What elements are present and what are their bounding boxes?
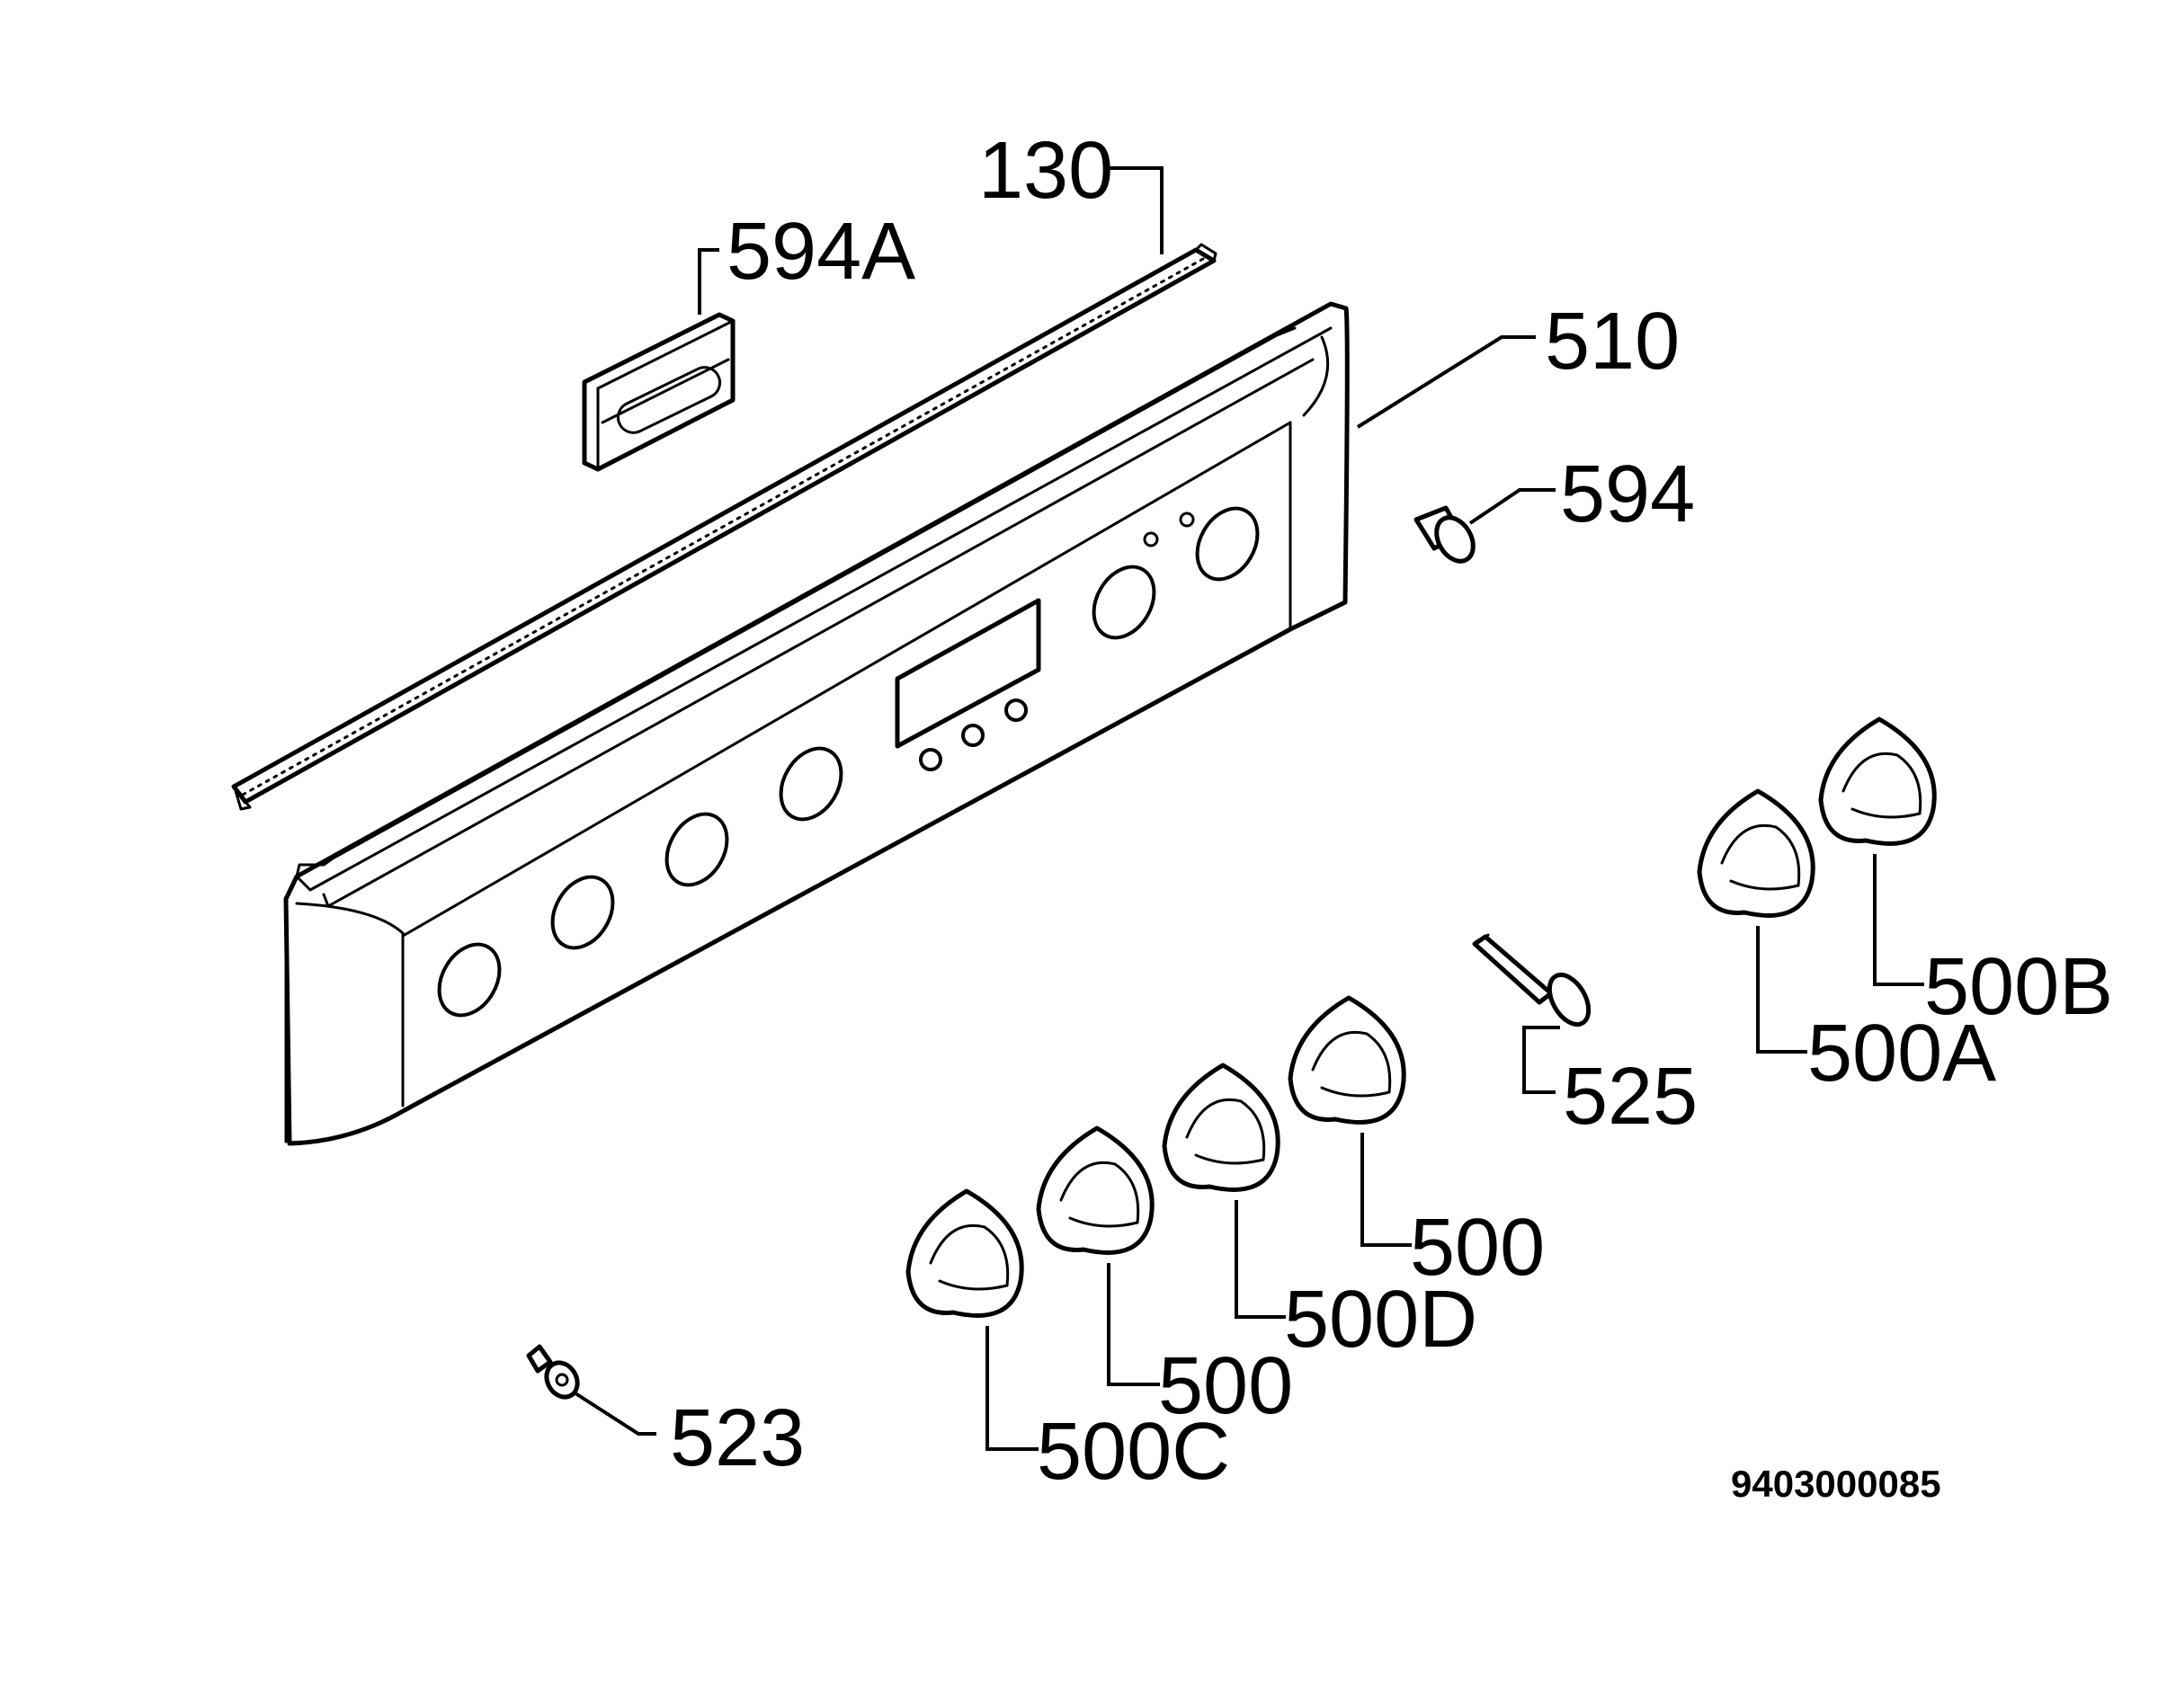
part-523-lamp-holder: [526, 1344, 580, 1400]
label-594: 594: [1560, 449, 1695, 539]
panel-knob-hole: [437, 942, 502, 1018]
leader-500c: [985, 1326, 1039, 1451]
label-130: 130: [978, 126, 1113, 216]
knob-500c: [905, 1188, 1024, 1318]
panel-indicator-hole: [1179, 512, 1195, 528]
part-130-seal-strip: [231, 243, 1217, 811]
leader-525: [1522, 1026, 1560, 1094]
knob-500d: [1162, 1063, 1280, 1192]
panel-small-button-hole: [961, 724, 985, 747]
knob-500a: [1697, 788, 1815, 918]
label-500-right: 500: [1410, 1203, 1545, 1293]
label-525: 525: [1563, 1052, 1698, 1142]
drawing-number: 9403000085: [1731, 1463, 1941, 1505]
leader-130: [1106, 166, 1164, 254]
label-500b: 500B: [1924, 942, 2113, 1032]
part-525-shaft: [1472, 933, 1592, 1027]
leader-510: [1356, 335, 1536, 429]
panel-knob-hole: [1195, 506, 1260, 582]
label-594a: 594A: [727, 207, 915, 297]
panel-small-button-hole: [919, 748, 942, 771]
label-500a: 500A: [1807, 1009, 1996, 1099]
leader-500-left: [1107, 1263, 1160, 1386]
leader-594: [1468, 488, 1556, 525]
part-594a-bracket: [582, 312, 736, 472]
knob-500b: [1818, 716, 1937, 846]
knob-500-left: [1036, 1125, 1155, 1255]
panel-display-window: [895, 598, 1041, 749]
label-500d: 500D: [1284, 1275, 1477, 1365]
knob-500-right: [1288, 995, 1406, 1125]
leader-500b: [1873, 854, 1924, 986]
label-500c: 500C: [1037, 1407, 1230, 1497]
panel-knob-hole: [779, 746, 843, 822]
panel-knob-hole: [1092, 565, 1156, 640]
panel-knob-hole: [664, 812, 729, 887]
label-523: 523: [670, 1393, 805, 1483]
label-510: 510: [1545, 297, 1680, 387]
panel-small-button-hole: [1004, 698, 1028, 722]
leader-594a: [698, 248, 719, 315]
leader-500-right: [1360, 1133, 1412, 1247]
label-500-left: 500: [1158, 1341, 1293, 1431]
panel-knob-hole: [550, 875, 615, 950]
leader-500a: [1756, 926, 1807, 1054]
leader-523: [574, 1392, 656, 1436]
leader-500d: [1235, 1200, 1286, 1319]
panel-indicator-hole: [1143, 531, 1159, 547]
part-510-control-panel: [283, 301, 1350, 1146]
part-594-screw: [1413, 505, 1476, 564]
